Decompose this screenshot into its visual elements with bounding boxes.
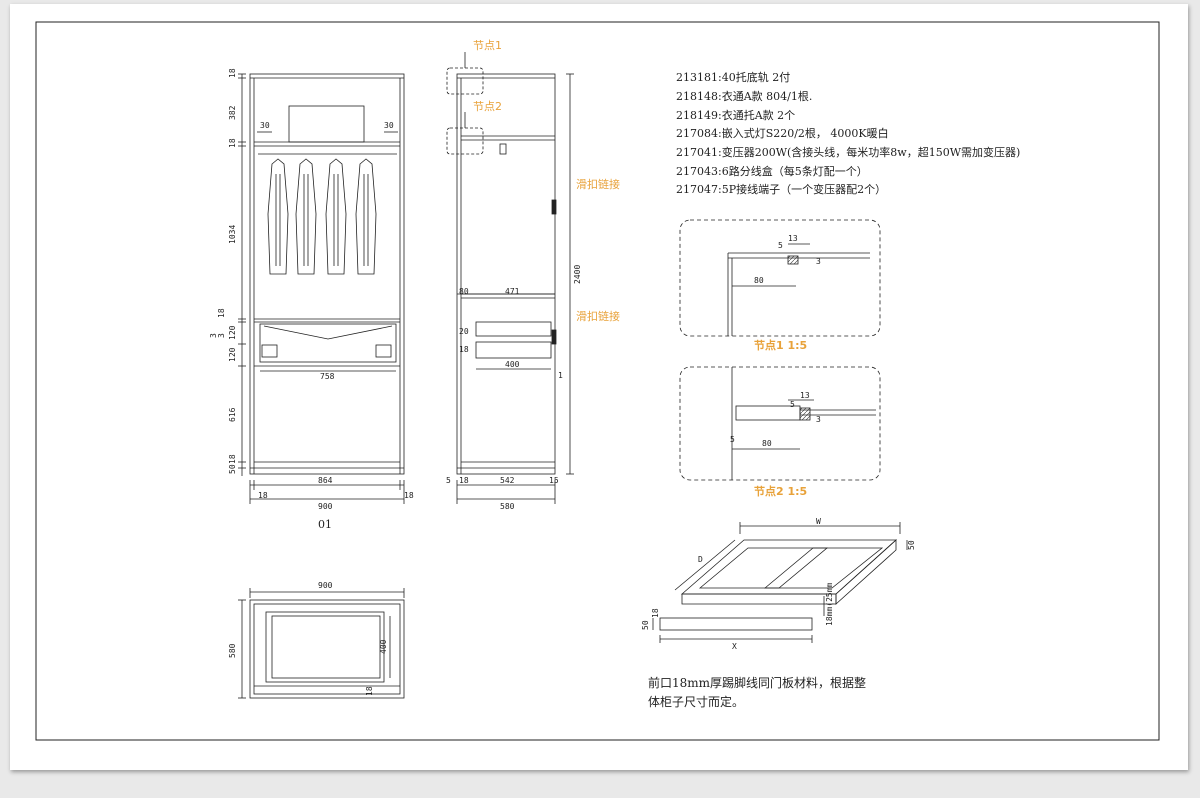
dim-front-18-top: 18 bbox=[228, 68, 237, 78]
frame-50: 50 bbox=[641, 620, 650, 630]
dim-front-382: 382 bbox=[228, 105, 237, 120]
note-line-4: 217084:嵌入式灯S220/2根， 4000K暖白 bbox=[676, 126, 889, 140]
frame-drawing bbox=[652, 522, 908, 643]
dim-side-15: 15 bbox=[549, 476, 559, 485]
dim-front-30-left: 30 bbox=[260, 121, 270, 130]
dim-plan-900: 900 bbox=[318, 581, 333, 590]
node2-scale-label: 节点2 1:5 bbox=[754, 484, 807, 498]
frame-18: 18 bbox=[651, 608, 660, 618]
node2-dim-5: 5 bbox=[790, 400, 795, 409]
dim-side-18: 18 bbox=[459, 345, 469, 354]
dim-side-5: 5 bbox=[446, 476, 451, 485]
hinge-label-upper: 滑扣链接 bbox=[576, 177, 620, 191]
bottom-note-line-2: 体柜子尺寸而定。 bbox=[648, 694, 744, 709]
dim-side-18b: 18 bbox=[459, 476, 469, 485]
dim-side-80: 80 bbox=[459, 287, 469, 296]
side-elevation bbox=[446, 52, 574, 504]
dim-side-20: 20 bbox=[459, 327, 469, 336]
dim-front-3a: 3 bbox=[209, 333, 218, 338]
hinge-label-lower: 滑扣链接 bbox=[576, 309, 620, 323]
dim-side-400: 400 bbox=[505, 360, 520, 369]
dim-front-864: 864 bbox=[318, 476, 333, 485]
note-line-1: 213181:40托底轨 2付 bbox=[676, 70, 790, 84]
view-id: 01 bbox=[318, 518, 332, 531]
node1-scale-label: 节点1 1:5 bbox=[754, 338, 807, 352]
dim-front-900: 900 bbox=[318, 502, 333, 511]
frame-profile: 18mm(25mm bbox=[825, 582, 834, 626]
dim-side-542: 542 bbox=[500, 476, 515, 485]
node1-label: 节点1 bbox=[473, 39, 502, 52]
node2-label: 节点2 bbox=[473, 100, 502, 113]
dim-side-2400: 2400 bbox=[573, 265, 582, 284]
cad-drawing: 18 382 18 1034 18 3 3 120 120 616 50 18 … bbox=[35, 21, 1160, 741]
node2-dim-80: 80 bbox=[762, 439, 772, 448]
drawing-sheet: 18 382 18 1034 18 3 3 120 120 616 50 18 … bbox=[10, 4, 1188, 770]
frame-h50: 50 bbox=[907, 540, 916, 550]
note-line-6: 217043:6路分线盒（每5条灯配一个） bbox=[676, 164, 868, 178]
dim-front-120b: 120 bbox=[228, 347, 237, 362]
dim-front-120a: 120 bbox=[228, 325, 237, 340]
node1-dim-3: 3 bbox=[816, 257, 821, 266]
dim-front-18-b: 18 bbox=[228, 138, 237, 148]
frame-w: W bbox=[816, 517, 821, 526]
sheet-border bbox=[35, 21, 1160, 741]
bottom-note-line-1: 前口18mm厚踢脚线同门板材料，根据整 bbox=[648, 675, 866, 690]
node1-dim-13: 13 bbox=[788, 234, 798, 243]
note-line-5: 217041:变压器200W(含接头线，每米功率8w，超150W需加变压器) bbox=[676, 145, 1020, 159]
dim-front-616: 616 bbox=[228, 407, 237, 422]
node1-dim-80: 80 bbox=[754, 276, 764, 285]
node2-dim-13: 13 bbox=[800, 391, 810, 400]
note-line-3: 218149:衣通托A款 2个 bbox=[676, 108, 795, 122]
node2-dim-5b: 5 bbox=[730, 435, 735, 444]
dim-front-3b: 3 bbox=[217, 333, 226, 338]
dim-front-18-right: 18 bbox=[404, 491, 414, 500]
dim-plan-580: 580 bbox=[228, 643, 237, 658]
dim-side-580: 580 bbox=[500, 502, 515, 511]
note-line-2: 218148:衣通A款 804/1根. bbox=[676, 89, 812, 103]
note-line-7: 217047:5P接线端子（一个变压器配2个） bbox=[676, 182, 886, 196]
dim-front-18-left: 18 bbox=[258, 491, 268, 500]
hanging-garments bbox=[267, 158, 377, 275]
dim-side-471: 471 bbox=[505, 287, 520, 296]
frame-d: D bbox=[698, 555, 703, 564]
material-notes: 213181:40托底轨 2付 218148:衣通A款 804/1根. 2181… bbox=[676, 70, 1020, 196]
front-elevation bbox=[238, 73, 405, 504]
node1-dim-5: 5 bbox=[778, 241, 783, 250]
dim-front-50: 50 bbox=[228, 464, 237, 474]
dim-front-758: 758 bbox=[320, 372, 335, 381]
dim-plan-400: 400 bbox=[379, 639, 388, 654]
frame-x: X bbox=[732, 642, 737, 651]
plan-view bbox=[238, 588, 405, 699]
dim-side-1: 1 bbox=[558, 371, 563, 380]
dim-front-1034: 1034 bbox=[228, 225, 237, 244]
node2-dim-3: 3 bbox=[816, 415, 821, 424]
dim-front-18-c: 18 bbox=[217, 308, 226, 318]
dim-plan-18: 18 bbox=[365, 686, 374, 696]
node1-detail bbox=[679, 219, 881, 337]
node2-detail bbox=[679, 366, 881, 481]
dim-front-30-right: 30 bbox=[384, 121, 394, 130]
dim-front-18-base: 18 bbox=[228, 454, 237, 464]
